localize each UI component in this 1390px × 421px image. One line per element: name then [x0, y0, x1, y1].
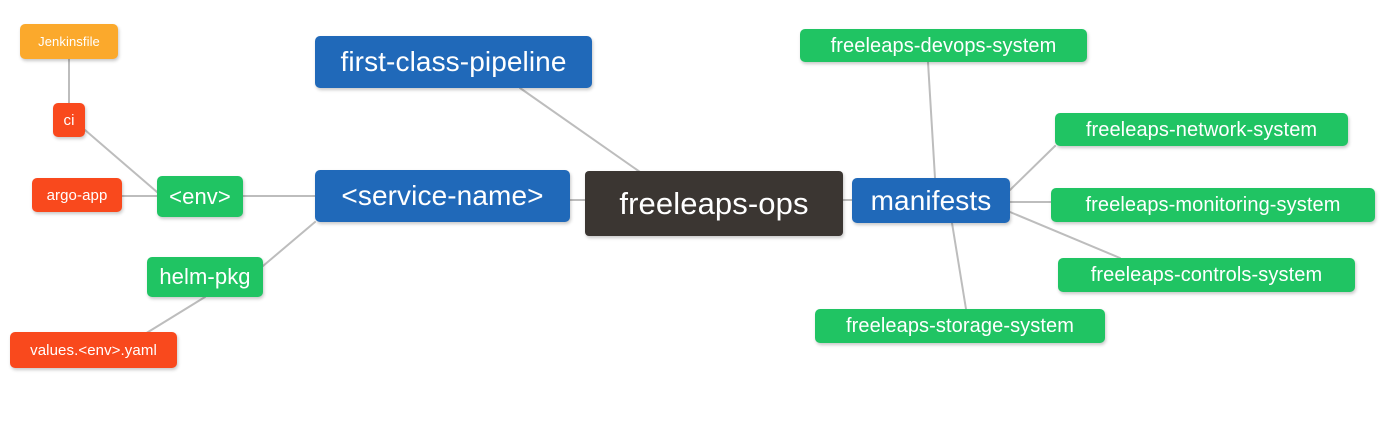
node-ci[interactable]: ci — [53, 103, 85, 137]
node-env[interactable]: <env> — [157, 176, 243, 217]
node-argo-app[interactable]: argo-app — [32, 178, 122, 212]
node-jenkinsfile[interactable]: Jenkinsfile — [20, 24, 118, 59]
edge-manifests-to-freeleaps-devops-system — [927, 61, 936, 179]
node-label-freeleaps-network-system: freeleaps-network-system — [1085, 118, 1318, 141]
node-freeleaps-controls-system[interactable]: freeleaps-controls-system — [1058, 258, 1355, 292]
edge-first-class-pipeline-to-freeleaps-ops — [519, 87, 641, 173]
node-freeleaps-storage-system[interactable]: freeleaps-storage-system — [815, 309, 1105, 343]
node-first-class-pipeline[interactable]: first-class-pipeline — [315, 36, 592, 88]
node-label-env: <env> — [169, 183, 231, 209]
node-label-jenkinsfile: Jenkinsfile — [38, 34, 100, 49]
node-label-manifests: manifests — [870, 184, 992, 216]
edge-helm-pkg-to-values-env-yaml — [139, 296, 206, 338]
node-freeleaps-ops[interactable]: freeleaps-ops — [585, 171, 843, 236]
edge-manifests-to-freeleaps-storage-system — [951, 222, 967, 310]
node-freeleaps-network-system[interactable]: freeleaps-network-system — [1055, 113, 1348, 146]
node-label-freeleaps-devops-system: freeleaps-devops-system — [830, 34, 1057, 57]
node-label-freeleaps-monitoring-system: freeleaps-monitoring-system — [1085, 194, 1341, 216]
node-service-name[interactable]: <service-name> — [315, 170, 570, 222]
edge-manifests-to-freeleaps-network-system — [1009, 145, 1056, 191]
node-freeleaps-monitoring-system[interactable]: freeleaps-monitoring-system — [1051, 188, 1375, 222]
node-label-helm-pkg: helm-pkg — [159, 264, 251, 289]
node-helm-pkg[interactable]: helm-pkg — [147, 257, 263, 297]
node-label-service-name: <service-name> — [341, 180, 544, 211]
node-freeleaps-devops-system[interactable]: freeleaps-devops-system — [800, 29, 1087, 62]
node-label-ci: ci — [63, 111, 75, 129]
node-label-values-env-yaml: values.<env>.yaml — [30, 341, 157, 359]
node-label-argo-app: argo-app — [46, 186, 108, 204]
node-label-first-class-pipeline: first-class-pipeline — [340, 46, 567, 77]
edge-service-name-to-helm-pkg — [262, 221, 316, 267]
node-label-freeleaps-storage-system: freeleaps-storage-system — [845, 315, 1075, 337]
node-values-env-yaml[interactable]: values.<env>.yaml — [10, 332, 177, 368]
node-label-freeleaps-controls-system: freeleaps-controls-system — [1090, 264, 1323, 286]
node-manifests[interactable]: manifests — [852, 178, 1010, 223]
node-label-freeleaps-ops: freeleaps-ops — [619, 186, 809, 221]
